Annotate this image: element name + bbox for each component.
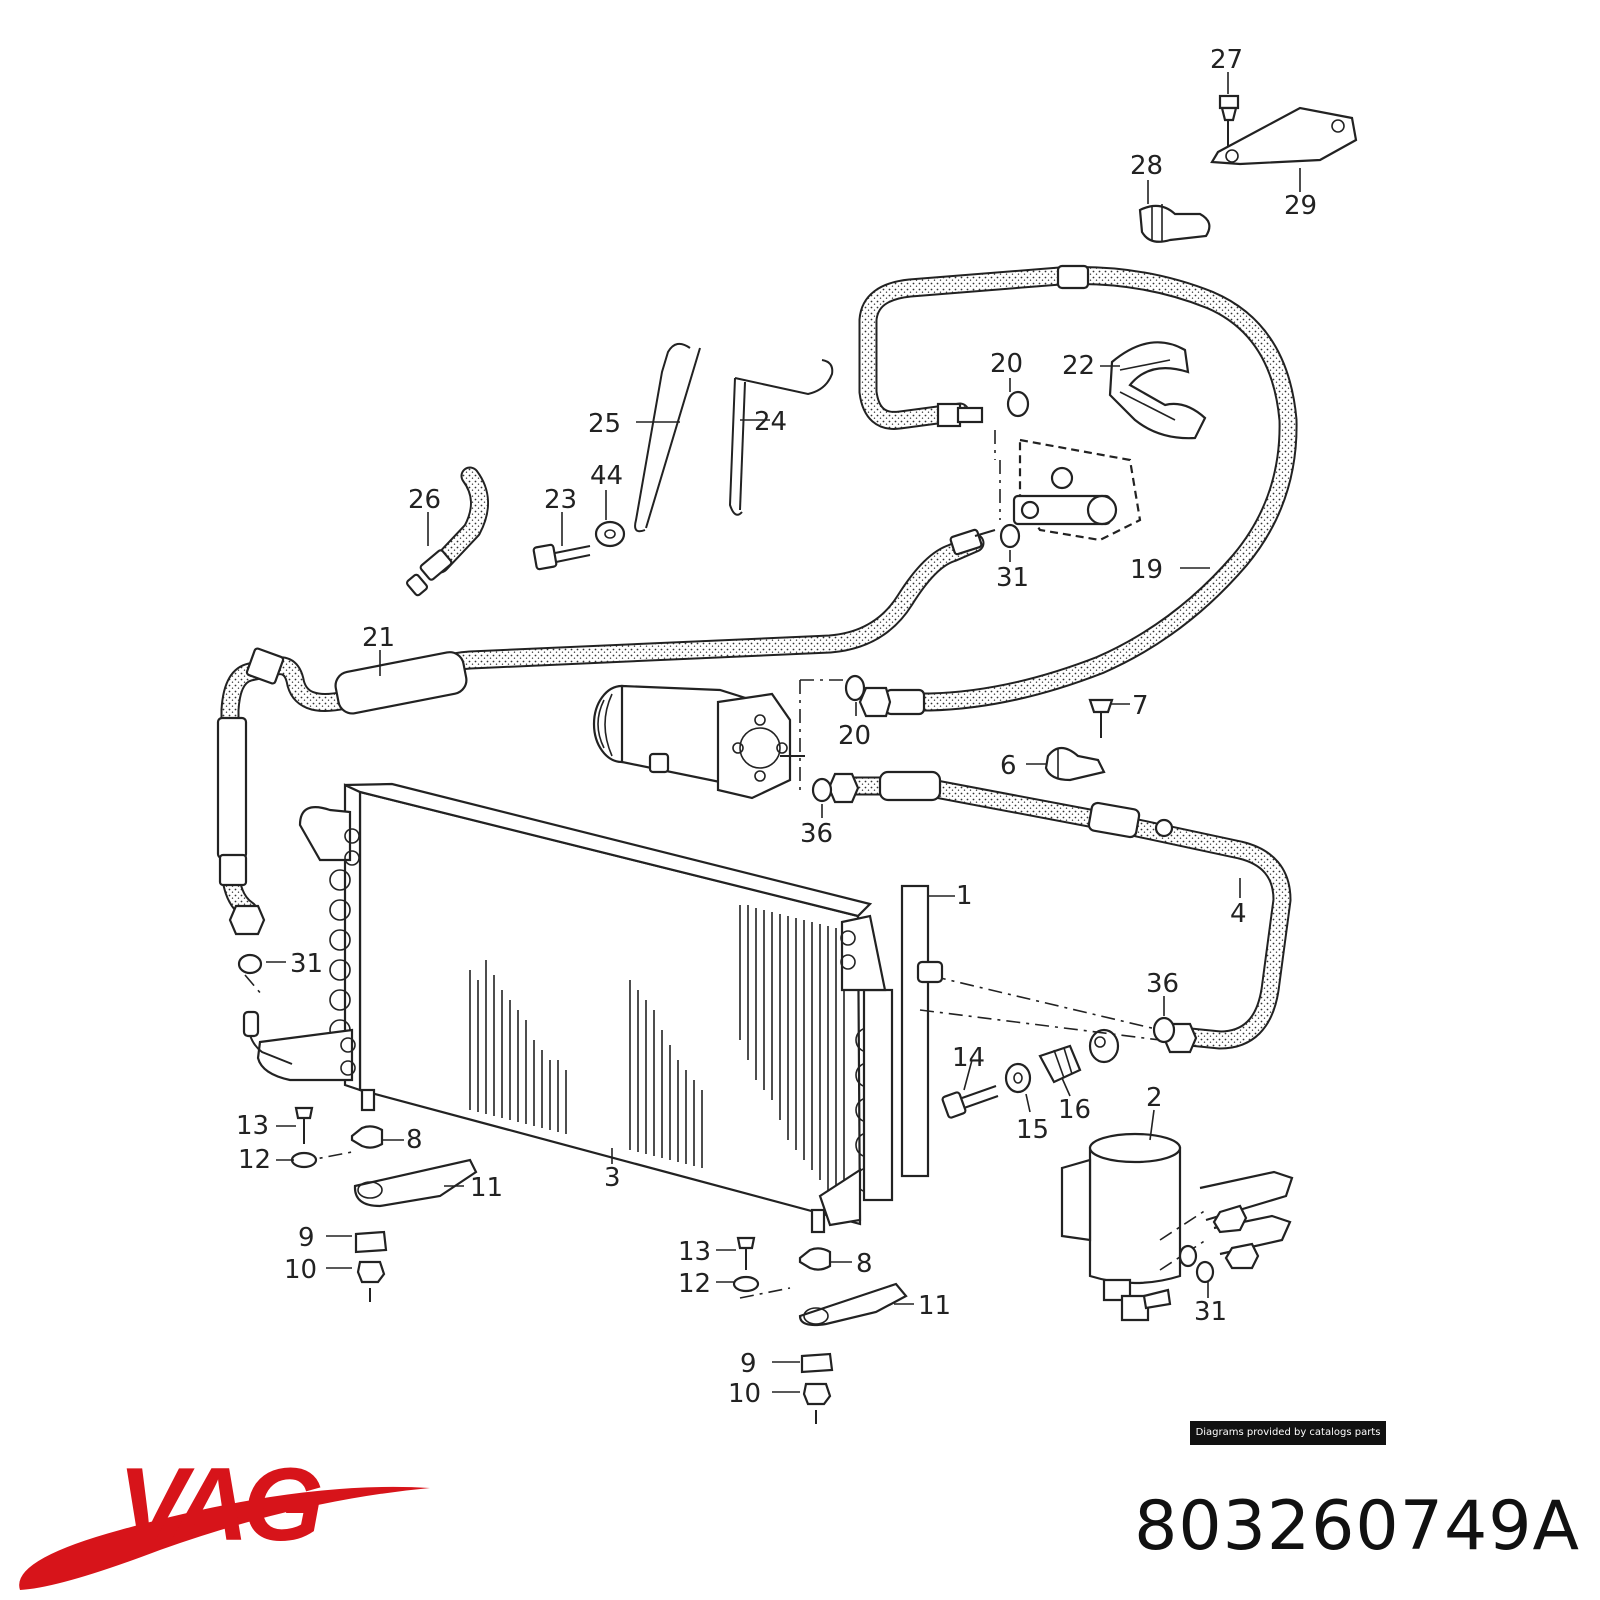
callout-8-left: 8 <box>406 1125 423 1155</box>
callout-26: 26 <box>408 485 441 515</box>
grommet-28 <box>1138 204 1211 243</box>
leader-lines <box>266 72 1301 1393</box>
mount-kit-left <box>290 1106 478 1302</box>
diagram-credit: Diagrams provided by catalogs parts <box>1190 1421 1386 1445</box>
callout-6: 6 <box>1000 751 1017 781</box>
vag-logo: VAG <box>19 1447 431 1590</box>
small-washers <box>237 390 1215 1284</box>
callout-31-top: 31 <box>996 563 1029 593</box>
callout-21: 21 <box>362 623 395 653</box>
hose-21 <box>216 528 996 936</box>
part-number: 803260749A <box>1134 1487 1580 1566</box>
callout-31-left: 31 <box>290 949 323 979</box>
callout-36-mid: 36 <box>800 819 833 849</box>
callout-44: 44 <box>590 461 623 491</box>
callout-36-right: 36 <box>1146 969 1179 999</box>
callout-2: 2 <box>1146 1083 1163 1113</box>
hose-26 <box>405 466 489 597</box>
callout-10-left: 10 <box>284 1255 317 1285</box>
callout-29: 29 <box>1284 191 1317 221</box>
hose-4 <box>827 770 1292 1054</box>
mount-kit-right <box>732 1236 908 1424</box>
seal-strip-1 <box>900 884 955 1178</box>
condenser-3 <box>242 782 894 1234</box>
hose-19 <box>858 264 1298 718</box>
callout-13-right: 13 <box>678 1237 711 1267</box>
callout-8-right: 8 <box>856 1249 873 1279</box>
callout-9-left: 9 <box>298 1223 315 1253</box>
callout-19: 19 <box>1130 555 1163 585</box>
clip-6 <box>1044 698 1114 782</box>
callout-10-right: 10 <box>728 1379 761 1409</box>
callout-24: 24 <box>754 407 787 437</box>
bracket-29 <box>1210 94 1358 166</box>
callout-23: 23 <box>544 485 577 515</box>
callout-11-right: 11 <box>918 1291 951 1321</box>
callout-25: 25 <box>588 409 621 439</box>
callout-labels: 27 28 29 20 22 25 24 26 23 44 31 19 21 7… <box>236 45 1317 1409</box>
callout-20-top: 20 <box>990 349 1023 379</box>
receiver-drier-2 <box>1060 1132 1294 1322</box>
callout-11-left: 11 <box>470 1173 503 1203</box>
callout-31-bottom: 31 <box>1194 1297 1227 1327</box>
rod-25 <box>634 342 701 533</box>
callout-9-right: 9 <box>740 1349 757 1379</box>
clamp-22 <box>1108 341 1207 440</box>
bushings-14-16 <box>919 1009 1161 1119</box>
callout-4: 4 <box>1230 899 1247 929</box>
callout-16: 16 <box>1058 1095 1091 1125</box>
hook-24 <box>728 359 834 516</box>
callout-22: 22 <box>1062 351 1095 381</box>
svg-text:VAG: VAG <box>118 1447 321 1563</box>
callout-27: 27 <box>1210 45 1243 75</box>
compressor <box>592 684 805 800</box>
bolt-23 <box>532 520 626 571</box>
callout-13-left: 13 <box>236 1111 269 1141</box>
callout-7: 7 <box>1132 691 1149 721</box>
valve-block <box>994 430 1142 542</box>
callout-12-right: 12 <box>678 1269 711 1299</box>
callout-28: 28 <box>1130 151 1163 181</box>
callout-3: 3 <box>604 1163 621 1193</box>
callout-12-left: 12 <box>238 1145 271 1175</box>
callout-14: 14 <box>952 1043 985 1073</box>
callout-15: 15 <box>1016 1115 1049 1145</box>
callout-20-mid: 20 <box>838 721 871 751</box>
callout-1: 1 <box>956 881 973 911</box>
